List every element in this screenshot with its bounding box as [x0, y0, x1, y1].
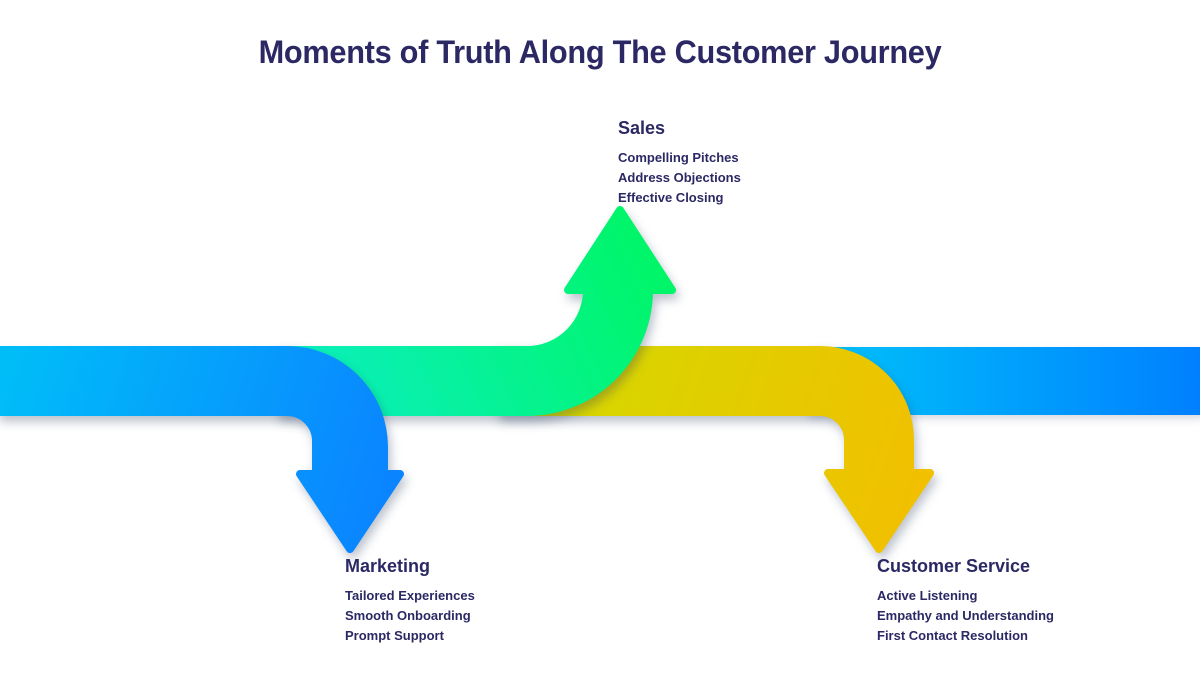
stage-block-customer-service: Customer Service Active Listening Empath… [877, 556, 1054, 646]
sales-arrow [276, 206, 676, 416]
stage-block-marketing: Marketing Tailored Experiences Smooth On… [345, 556, 475, 646]
stage-item-list: Tailored Experiences Smooth Onboarding P… [345, 586, 475, 646]
stage-item: Tailored Experiences [345, 588, 475, 603]
stage-heading-marketing: Marketing [345, 556, 431, 576]
stage-item: Address Objections [618, 170, 741, 185]
stage-heading-customer-service: Customer Service [877, 556, 1031, 576]
stage-item: First Contact Resolution [877, 628, 1028, 643]
stage-heading-sales: Sales [618, 118, 666, 138]
customer-service-arrow [496, 346, 934, 553]
stage-item: Effective Closing [618, 190, 724, 205]
stage-block-sales: Sales Compelling Pitches Address Objecti… [618, 118, 741, 208]
stage-item: Smooth Onboarding [345, 608, 471, 623]
page-title: Moments of Truth Along The Customer Jour… [258, 34, 942, 70]
stage-item: Compelling Pitches [618, 150, 739, 165]
marketing-arrow [0, 346, 404, 553]
stage-item-list: Active Listening Empathy and Understandi… [877, 586, 1054, 646]
stage-item: Active Listening [877, 588, 978, 603]
stage-item: Empathy and Understanding [877, 608, 1054, 623]
stage-item: Prompt Support [345, 628, 444, 643]
stage-item-list: Compelling Pitches Address Objections Ef… [618, 148, 741, 208]
